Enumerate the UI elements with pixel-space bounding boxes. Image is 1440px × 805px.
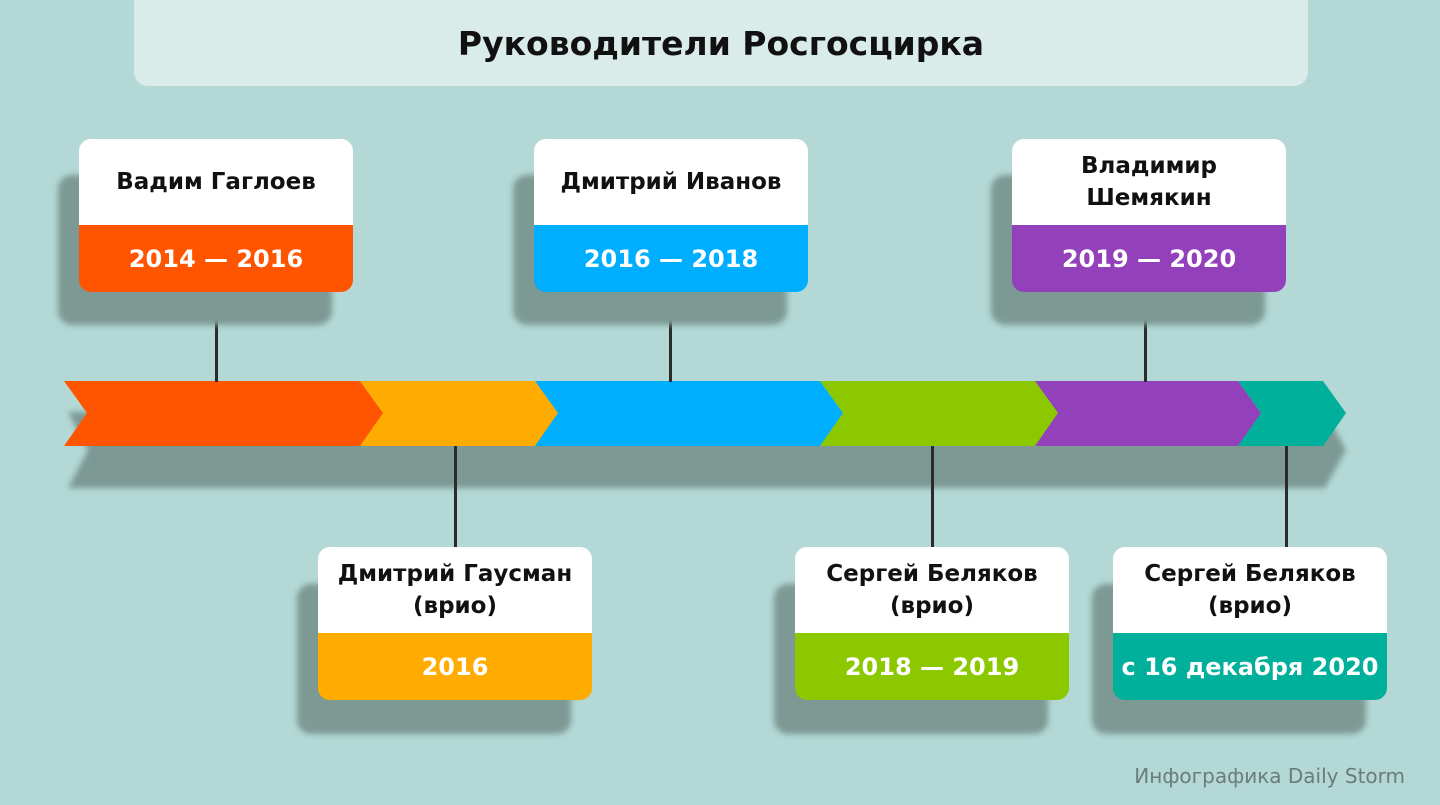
segment-1 [64, 381, 383, 446]
leader-period: 2014 — 2016 [79, 225, 353, 292]
connector-3 [669, 292, 672, 382]
leader-name: Дмитрий Гаусман (врио) [318, 547, 592, 633]
leader-period: 2016 — 2018 [534, 225, 808, 292]
page-title: Руководители Росгосцирка [457, 23, 985, 63]
segment-2 [360, 381, 558, 446]
leader-name: Дмитрий Иванов [534, 139, 808, 225]
credit-text: Инфографика Daily Storm [1134, 764, 1405, 788]
segment-4 [820, 381, 1058, 446]
connector-4 [931, 446, 934, 548]
leader-period: с 16 декабря 2020 [1113, 633, 1387, 700]
title-banner: Руководители Росгосцирка [134, 0, 1308, 86]
leader-name: Вадим Гаглоев [79, 139, 353, 225]
leader-period: 2018 — 2019 [795, 633, 1069, 700]
connector-2 [454, 446, 457, 548]
segment-3 [535, 381, 843, 446]
leader-name: Владимир Шемякин [1012, 139, 1286, 225]
leader-period: 2016 [318, 633, 592, 700]
segment-5 [1035, 381, 1261, 446]
connector-5 [1144, 292, 1147, 382]
segment-6 [1238, 381, 1346, 446]
leader-period: 2019 — 2020 [1012, 225, 1286, 292]
leader-name: Сергей Беляков (врио) [1113, 547, 1387, 633]
leader-name: Сергей Беляков (врио) [795, 547, 1069, 633]
connector-1 [215, 292, 218, 382]
connector-6 [1285, 446, 1288, 548]
